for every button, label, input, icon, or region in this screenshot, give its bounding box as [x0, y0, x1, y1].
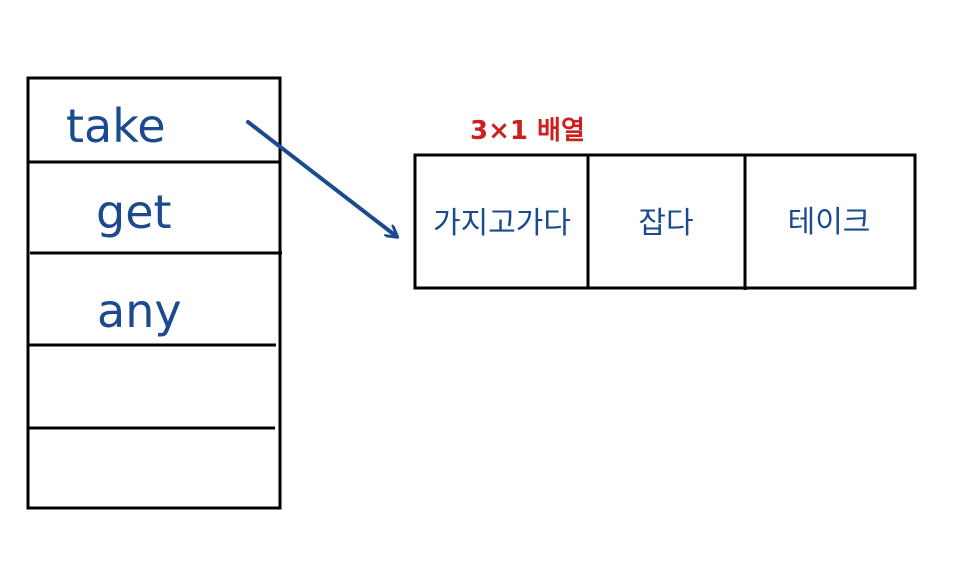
array-border — [413, 153, 917, 290]
array-box: 가지고가다 잡다 테이크 — [413, 153, 917, 290]
array-cell-2: 테이크 — [788, 205, 871, 240]
array-cell-0: 가지고가다 — [433, 206, 571, 241]
word-list-item-take: take — [66, 99, 166, 153]
word-list-item-get: get — [96, 185, 172, 239]
array-label: 3×1 배열 — [470, 116, 585, 146]
word-list-border — [26, 76, 282, 510]
array-cell-1: 잡다 — [638, 206, 693, 241]
pointer-arrow — [246, 120, 396, 236]
word-list: take get any — [26, 76, 282, 510]
word-list-item-any: any — [97, 284, 182, 338]
